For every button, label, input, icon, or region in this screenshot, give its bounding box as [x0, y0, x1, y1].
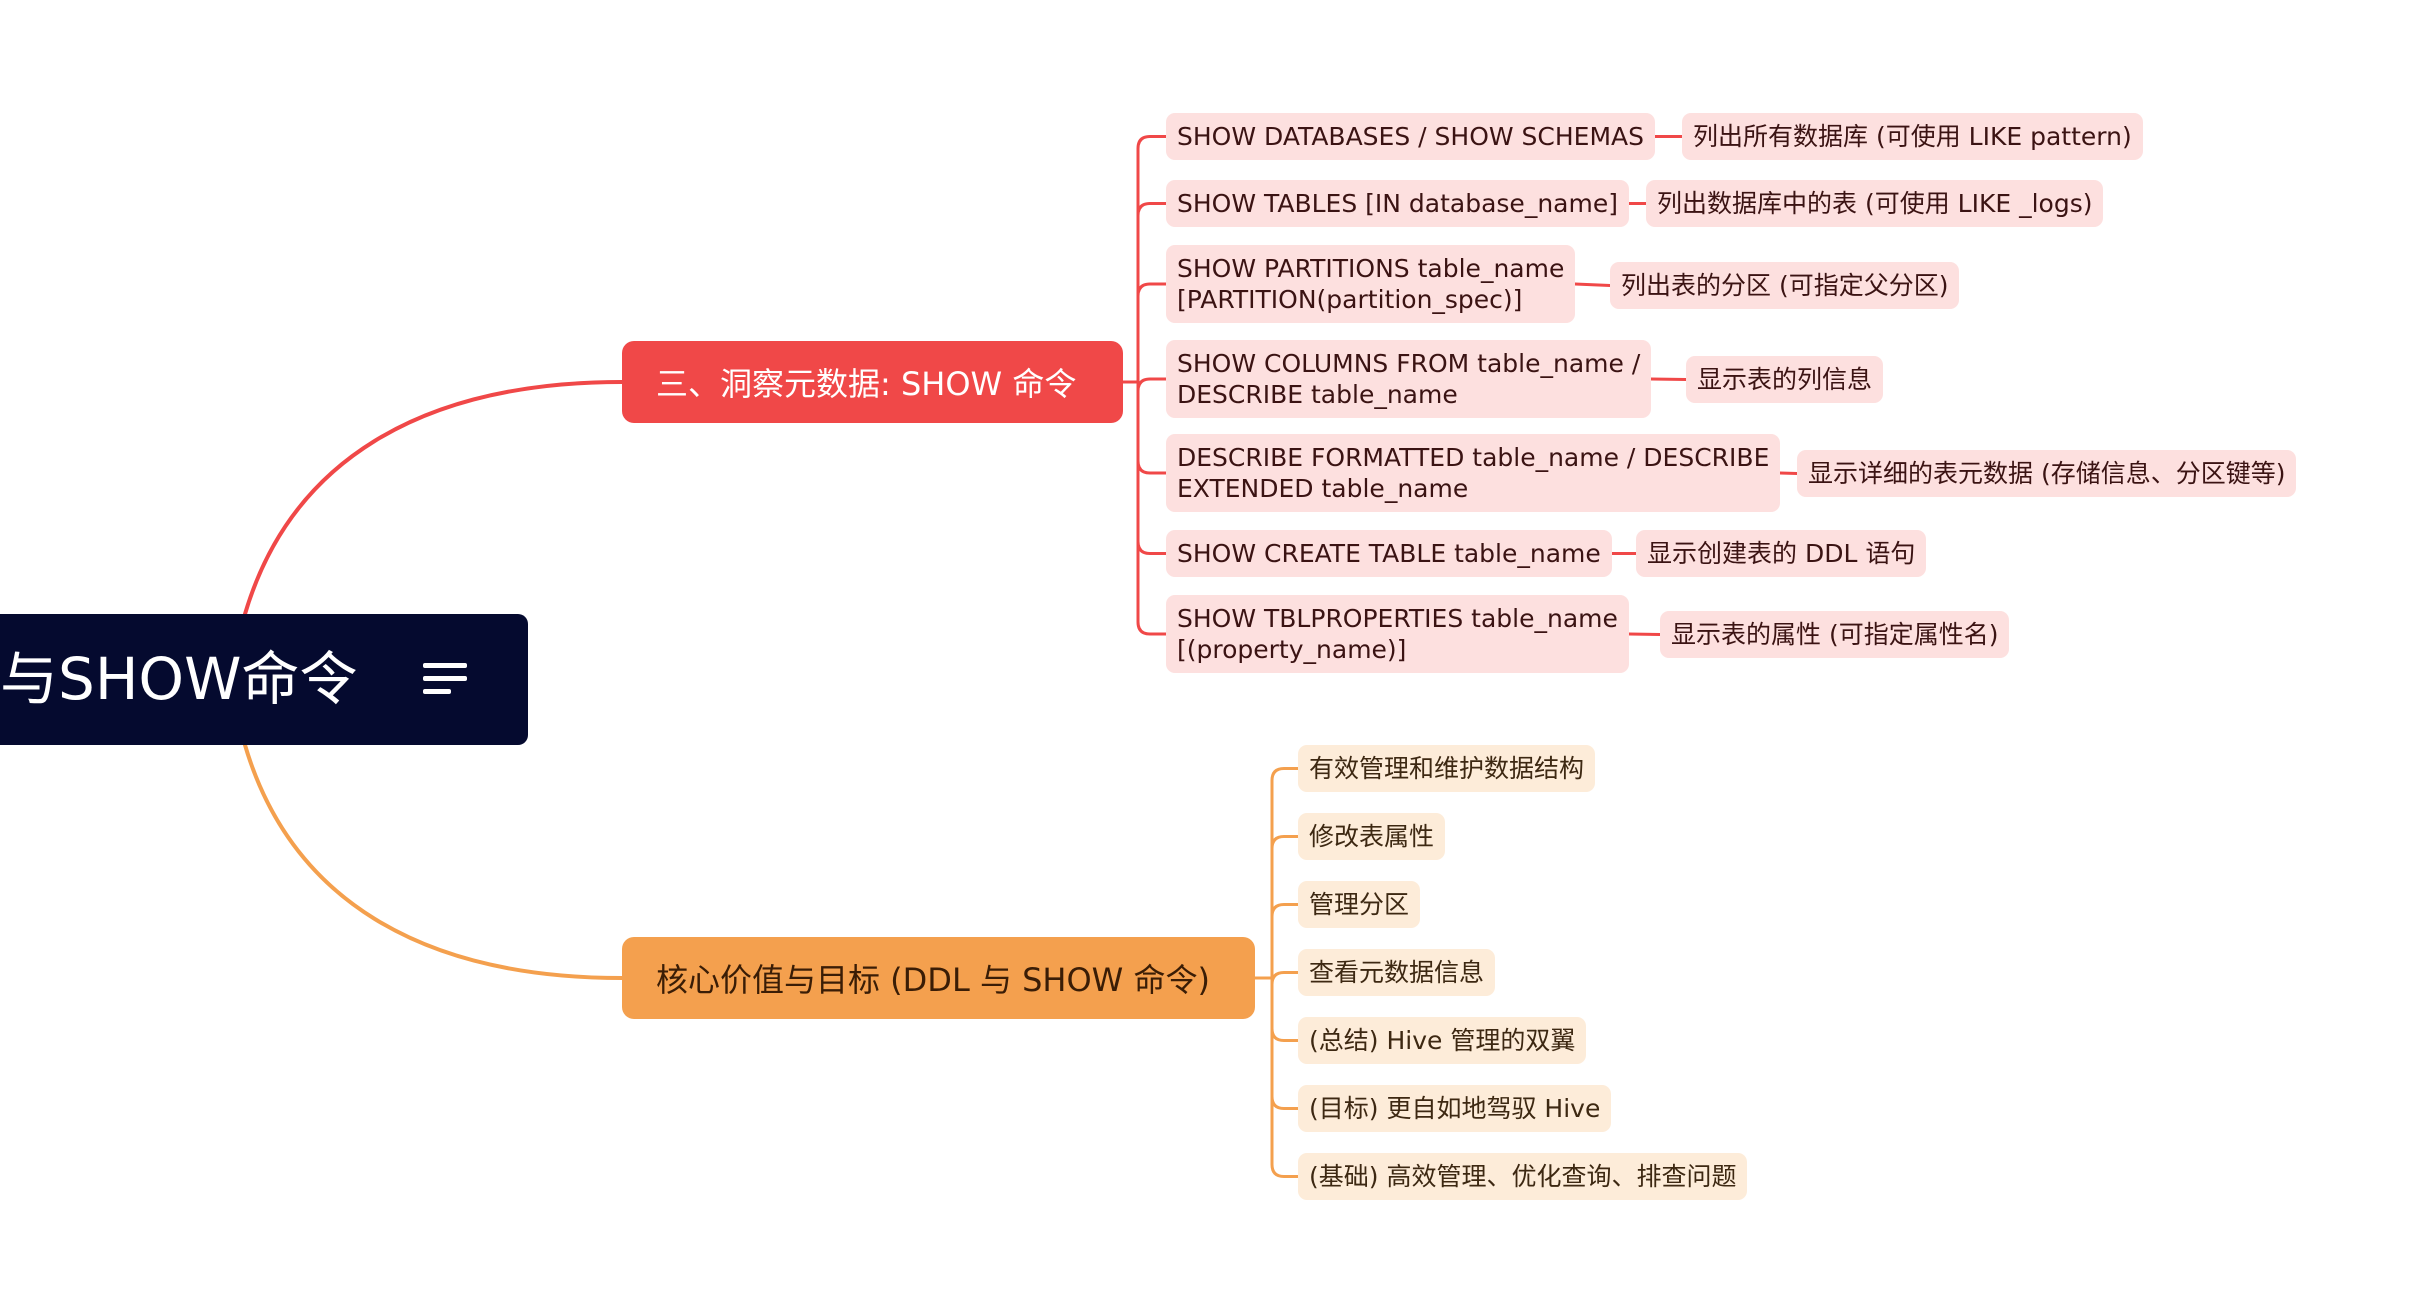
red-branch-link-3	[1136, 377, 1168, 392]
desc-show-databases[interactable]: 列出所有数据库 (可使用 LIKE pattern)	[1682, 113, 2143, 160]
leaf-show-tblproperties[interactable]: SHOW TBLPROPERTIES table_name [(property…	[1166, 595, 1629, 673]
branch-core-value[interactable]: 核心价值与目标 (DDL 与 SHOW 命令)	[622, 937, 1255, 1019]
leaf-core-value-2[interactable]: 修改表属性	[1298, 813, 1446, 860]
leaf-core-value-6[interactable]: (目标) 更自如地驾驭 Hive	[1298, 1085, 1612, 1132]
red-desc-link-2	[1573, 282, 1612, 287]
desc-show-columns[interactable]: 显示表的列信息	[1686, 356, 1884, 403]
branch-show-commands-title: 三、洞察元数据: SHOW 命令	[656, 365, 1077, 403]
orange-branch-link-0	[1270, 767, 1300, 980]
red-branch-link-6	[1136, 380, 1168, 636]
leaf-core-value-3[interactable]: 管理分区	[1298, 881, 1421, 928]
desc-show-partitions[interactable]: 列出表的分区 (可指定父分区)	[1610, 262, 1960, 309]
leaf-core-value-5[interactable]: (总结) Hive 管理的双翼	[1298, 1017, 1587, 1064]
red-branch-link-1	[1136, 202, 1168, 384]
orange-branch-link-6	[1270, 976, 1300, 1178]
red-branch-link-4	[1136, 380, 1168, 475]
leaf-show-tables[interactable]: SHOW TABLES [IN database_name]	[1166, 180, 1629, 227]
leaf-show-databases[interactable]: SHOW DATABASES / SHOW SCHEMAS	[1166, 113, 1655, 160]
red-desc-link-6	[1627, 632, 1662, 636]
leaf-show-create-table[interactable]: SHOW CREATE TABLE table_name	[1166, 530, 1612, 577]
leaf-core-value-4[interactable]: 查看元数据信息	[1298, 949, 1496, 996]
orange-branch-link-1	[1270, 835, 1300, 980]
root-topic[interactable]: 与SHOW命令	[0, 614, 528, 745]
desc-show-tblproperties[interactable]: 显示表的属性 (可指定属性名)	[1660, 611, 2010, 658]
red-branch-link-5	[1136, 380, 1168, 555]
orange-branch-link-2	[1270, 903, 1300, 980]
leaf-core-value-1[interactable]: 有效管理和维护数据结构	[1298, 745, 1596, 792]
leaf-show-partitions[interactable]: SHOW PARTITIONS table_name [PARTITION(pa…	[1166, 245, 1576, 323]
leaf-core-value-7[interactable]: (基础) 高效管理、优化查询、排查问题	[1298, 1153, 1748, 1200]
menu-lines-icon[interactable]	[423, 654, 467, 704]
branch-core-value-title: 核心价值与目标 (DDL 与 SHOW 命令)	[656, 961, 1210, 999]
leaf-show-columns[interactable]: SHOW COLUMNS FROM table_name / DESCRIBE …	[1166, 340, 1652, 418]
desc-show-create-table[interactable]: 显示创建表的 DDL 语句	[1636, 530, 1927, 577]
branch-show-commands[interactable]: 三、洞察元数据: SHOW 命令	[622, 341, 1123, 423]
orange-branch-link-4	[1270, 976, 1300, 1042]
red-desc-link-4	[1778, 471, 1799, 475]
red-branch-link-0	[1136, 135, 1168, 384]
root-topic-title: 与SHOW命令	[0, 645, 358, 713]
desc-show-tables[interactable]: 列出数据库中的表 (可使用 LIKE _logs)	[1646, 180, 2104, 227]
orange-branch-link-5	[1270, 976, 1300, 1110]
leaf-describe-formatted[interactable]: DESCRIBE FORMATTED table_name / DESCRIBE…	[1166, 434, 1781, 512]
desc-describe-formatted[interactable]: 显示详细的表元数据 (存储信息、分区键等)	[1797, 450, 2297, 497]
root-to-red-branch	[243, 380, 624, 616]
red-desc-link-3	[1649, 377, 1688, 381]
root-to-orange-branch	[243, 743, 624, 980]
orange-branch-link-3	[1270, 971, 1300, 985]
red-branch-link-2	[1136, 282, 1168, 384]
